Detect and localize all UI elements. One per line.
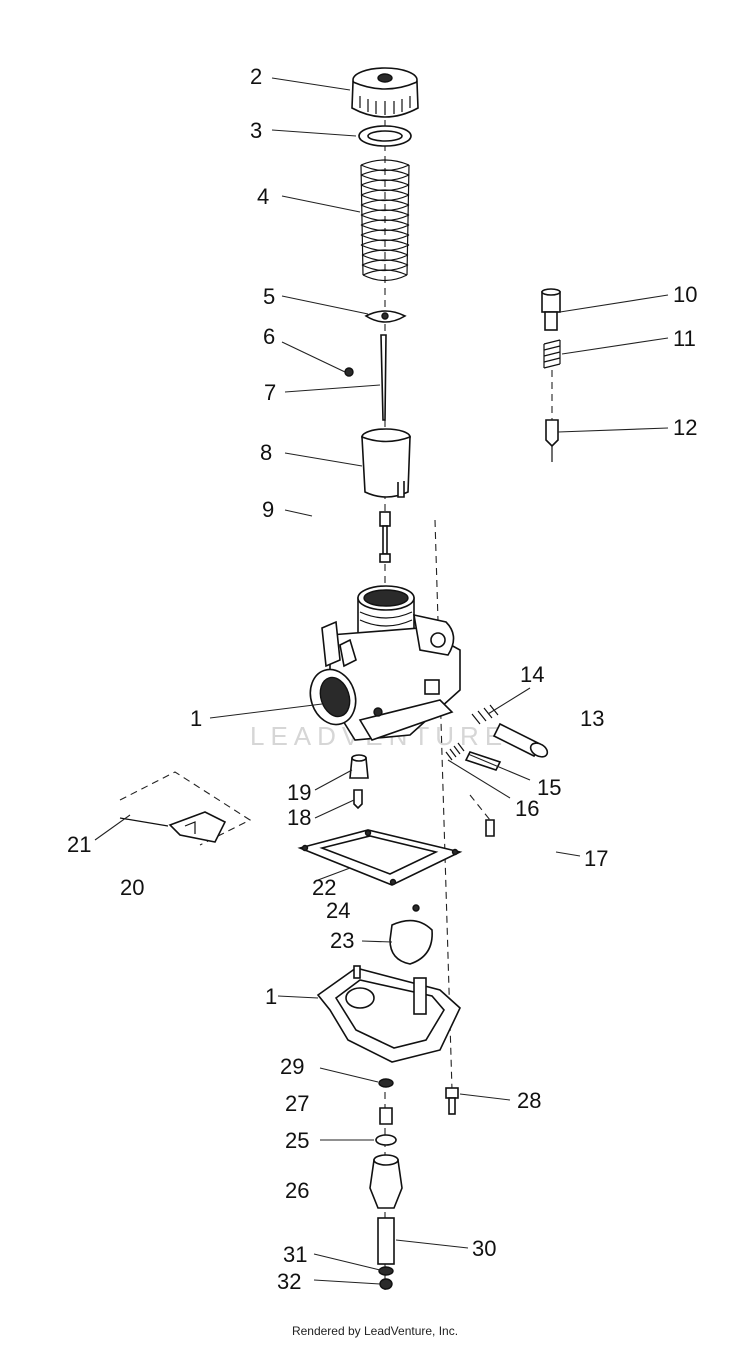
part-13-plunger bbox=[492, 722, 549, 758]
callout-16: 16 bbox=[515, 796, 539, 821]
footer-credit: Rendered by LeadVenture, Inc. bbox=[291, 1324, 459, 1338]
callout-3: 3 bbox=[250, 118, 262, 143]
part-7-needle bbox=[380, 334, 387, 421]
part-10-adjuster bbox=[541, 288, 561, 331]
callout-31: 31 bbox=[283, 1242, 307, 1267]
part-30-tube bbox=[377, 1217, 395, 1265]
part-21-float-pin bbox=[119, 817, 169, 827]
callout-17: 17 bbox=[584, 846, 608, 871]
callout-32: 32 bbox=[277, 1269, 301, 1294]
callout-1-body: 1 bbox=[190, 706, 202, 731]
callout-7: 7 bbox=[264, 380, 276, 405]
part-19-jet-holder bbox=[349, 754, 369, 779]
callout-22: 22 bbox=[312, 875, 336, 900]
callout-18: 18 bbox=[287, 805, 311, 830]
part-20-float-bracket bbox=[119, 771, 252, 846]
part-31-washer bbox=[378, 1266, 394, 1276]
callout-13: 13 bbox=[580, 706, 604, 731]
part-12-screw bbox=[545, 419, 559, 462]
callout-29: 29 bbox=[280, 1054, 304, 1079]
callout-19: 19 bbox=[287, 780, 311, 805]
callout-20: 20 bbox=[120, 875, 144, 900]
part-24-needle bbox=[412, 904, 420, 912]
callout-25: 25 bbox=[285, 1128, 309, 1153]
part-23-float bbox=[389, 919, 433, 965]
callout-30: 30 bbox=[472, 1236, 496, 1261]
callout-6: 6 bbox=[263, 324, 275, 349]
part-8-throttle-valve bbox=[361, 428, 411, 498]
callout-23: 23 bbox=[330, 928, 354, 953]
callout-5: 5 bbox=[263, 284, 275, 309]
callout-12: 12 bbox=[673, 415, 697, 440]
part-11-spring-small bbox=[543, 339, 561, 369]
part-6-eclip bbox=[344, 367, 354, 377]
callout-9: 9 bbox=[262, 497, 274, 522]
callout-11: 11 bbox=[673, 326, 696, 351]
callout-8: 8 bbox=[260, 440, 272, 465]
part-32-screw bbox=[379, 1278, 393, 1290]
part-3-washer bbox=[358, 125, 412, 147]
callout-26: 26 bbox=[285, 1178, 309, 1203]
part-1-carb-body bbox=[309, 585, 461, 741]
callout-21: 21 bbox=[67, 832, 91, 857]
part-1-float-bowl bbox=[316, 965, 461, 1063]
callout-28: 28 bbox=[517, 1088, 541, 1113]
callout-10: 10 bbox=[673, 282, 697, 307]
part-9-holder bbox=[379, 511, 391, 563]
callout-15: 15 bbox=[537, 775, 561, 800]
callout-24: 24 bbox=[326, 898, 350, 923]
part-25-oring bbox=[375, 1134, 397, 1146]
part-22-gasket bbox=[297, 829, 463, 886]
part-18-main-jet bbox=[353, 789, 363, 810]
callout-labels: 2 3 4 5 6 7 8 9 10 11 12 1 14 13 15 16 1… bbox=[67, 64, 697, 1294]
callout-27: 27 bbox=[285, 1091, 309, 1116]
part-29-nut bbox=[378, 1078, 394, 1088]
leader-lines bbox=[94, 77, 669, 1285]
part-26-drain-housing bbox=[369, 1154, 403, 1209]
part-5-clip-plate bbox=[364, 310, 407, 323]
callout-2: 2 bbox=[250, 64, 262, 89]
callout-4: 4 bbox=[257, 184, 269, 209]
part-16-jet bbox=[469, 794, 495, 837]
part-27-plug bbox=[379, 1107, 393, 1125]
callout-14: 14 bbox=[520, 662, 544, 687]
part-2-cap bbox=[351, 67, 419, 118]
part-28-bolt bbox=[445, 1087, 459, 1115]
part-4-spring bbox=[360, 159, 410, 282]
part-14-spring-choke bbox=[471, 704, 499, 725]
callout-1-bowl: 1 bbox=[265, 984, 277, 1009]
